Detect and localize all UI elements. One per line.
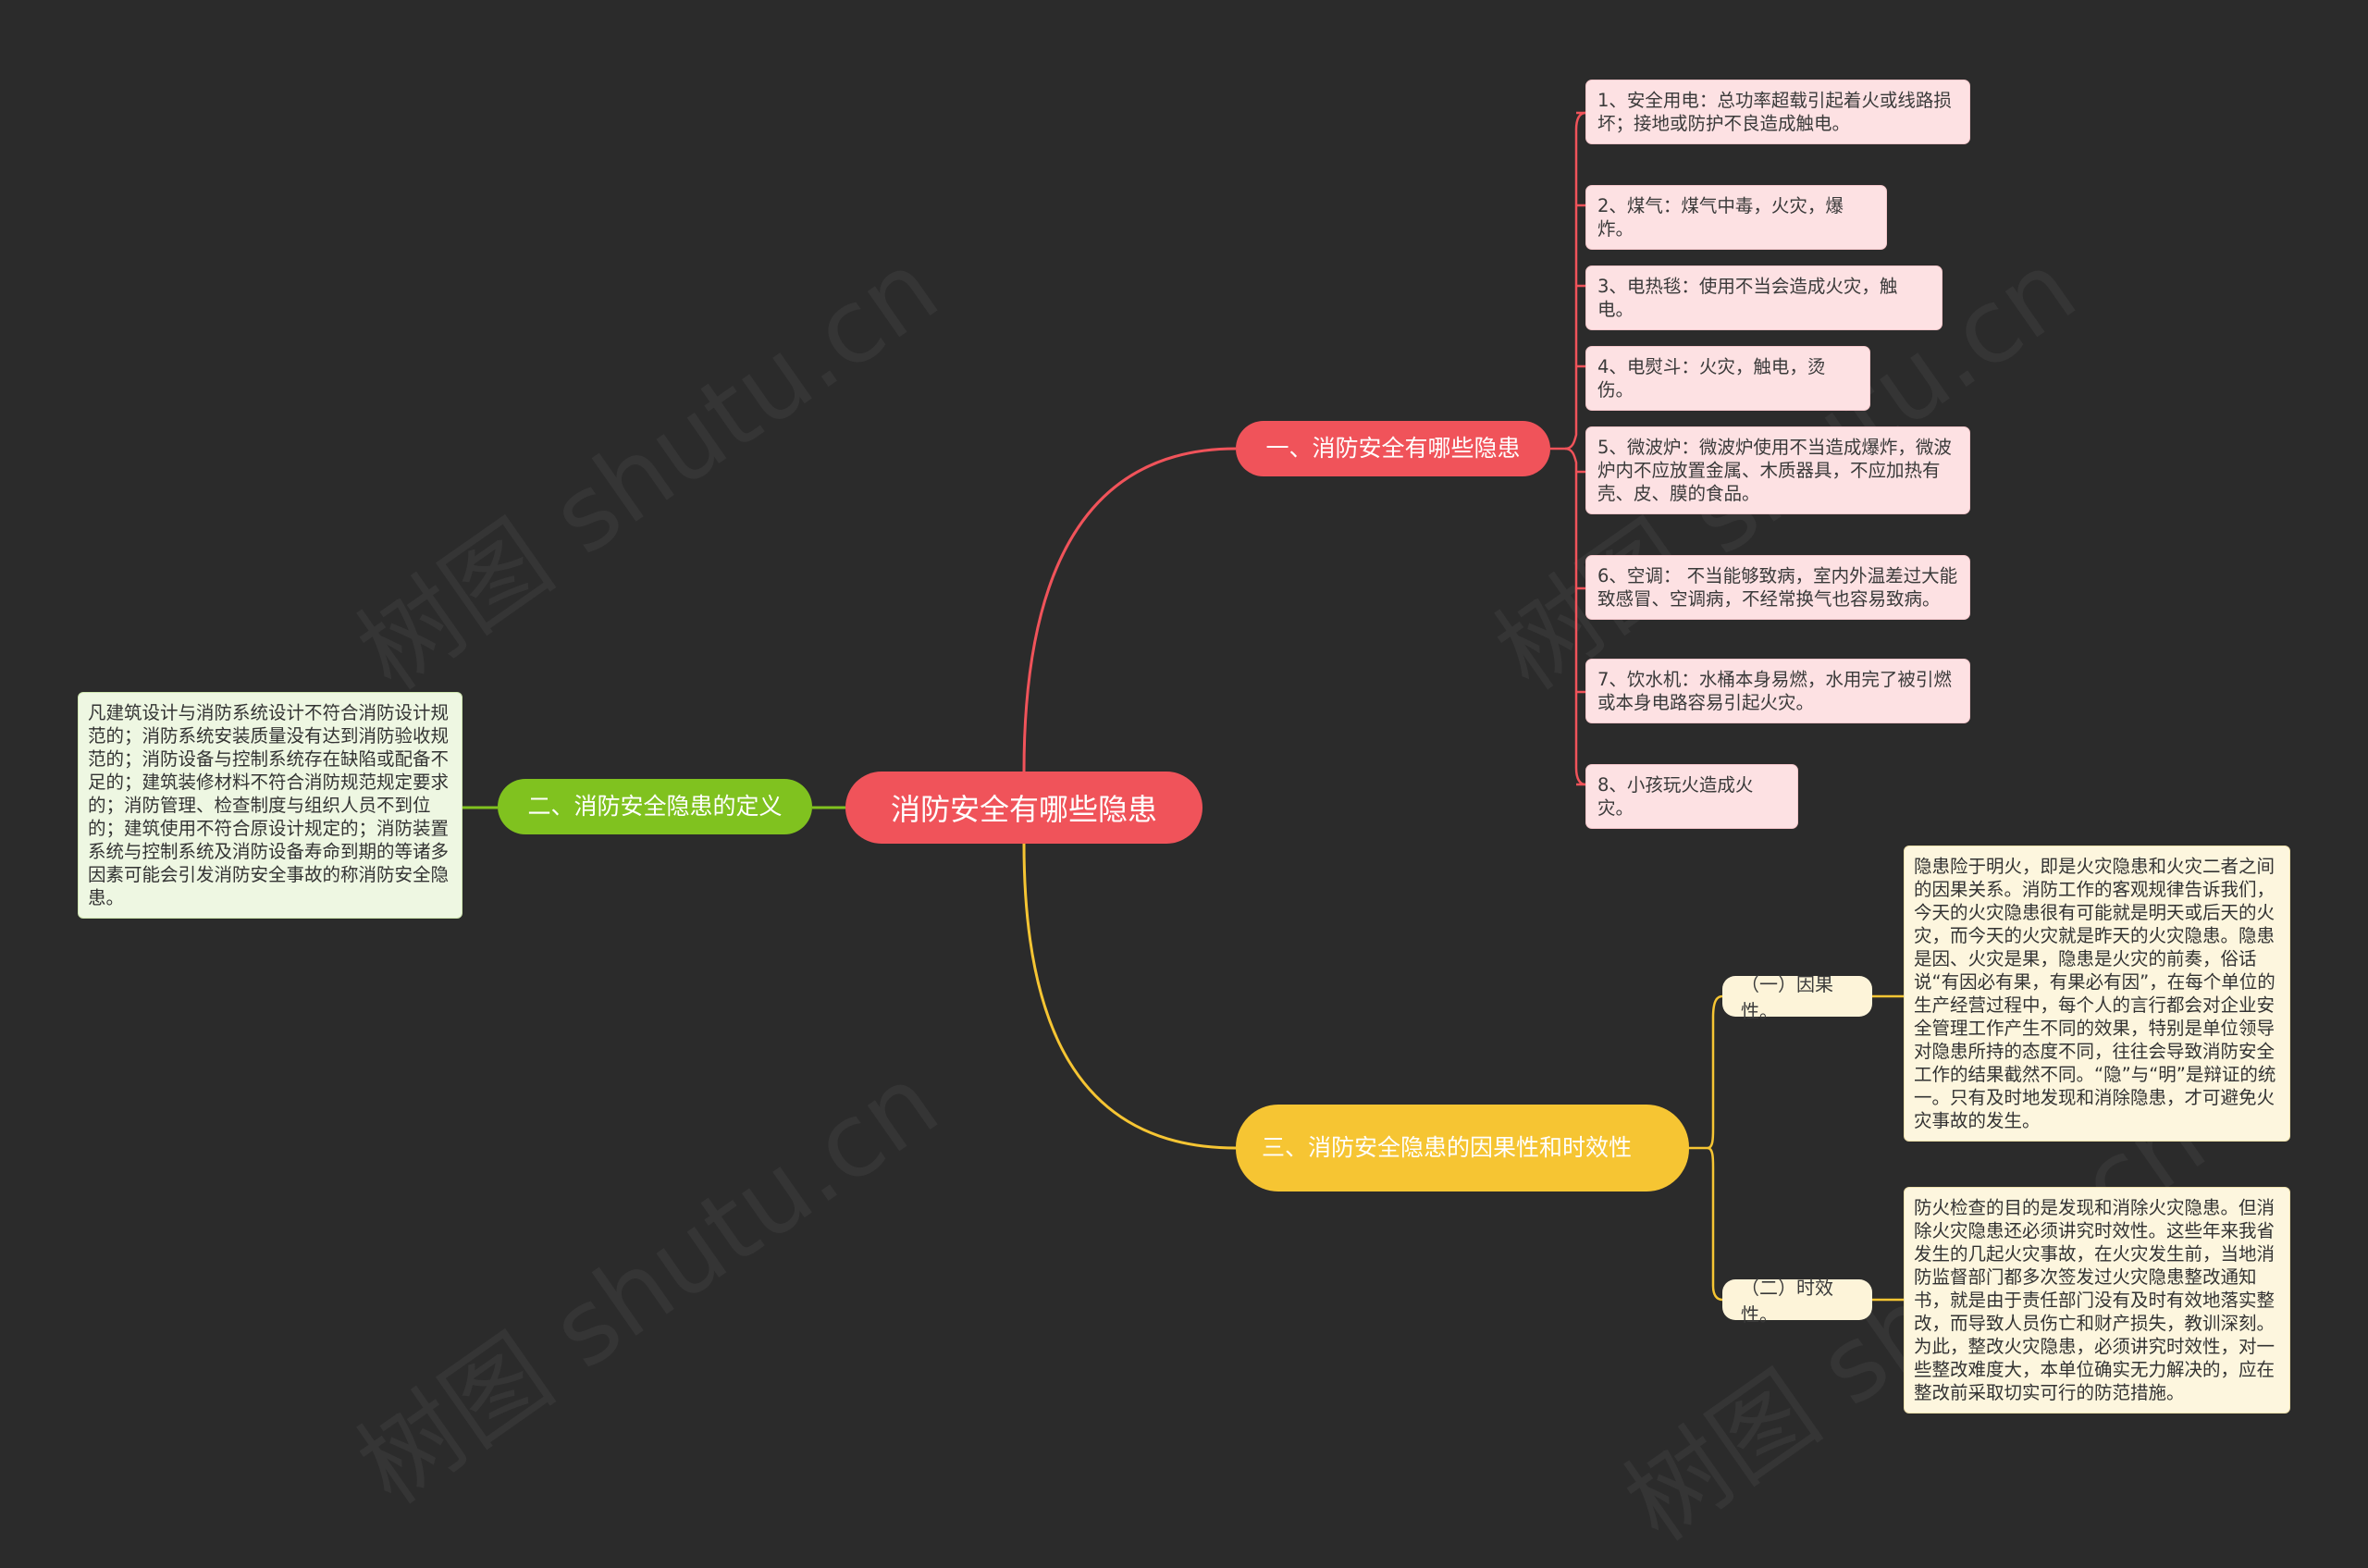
leaf-water-dispenser[interactable]: 7、饮水机：水桶本身易燃，水用完了被引燃或本身电路容易引起火灾。 (1585, 659, 1970, 723)
causality-note[interactable]: 隐患险于明火，即是火灾隐患和火灾二者之间的因果关系。消防工作的客观规律告诉我们，… (1904, 846, 2290, 1142)
leaf-iron[interactable]: 4、电熨斗：火灾，触电，烫伤。 (1585, 346, 1870, 411)
leaf-children-fire[interactable]: 8、小孩玩火造成火灾。 (1585, 764, 1798, 829)
mindmap-canvas: 树图 shutu.cn 树图 shutu.cn 树图 shutu.cn 树图 s… (78, 80, 2290, 1563)
definition-note[interactable]: 凡建筑设计与消防系统设计不符合消防设计规范的；消防系统安装质量没有达到消防验收规… (78, 692, 462, 919)
branch-hazards[interactable]: 一、消防安全有哪些隐患 (1236, 421, 1550, 476)
leaf-gas[interactable]: 2、煤气：煤气中毒，火灾，爆炸。 (1585, 185, 1887, 250)
sub-timeliness[interactable]: （二）时效性。 (1722, 1277, 1872, 1326)
root-topic[interactable]: 消防安全有哪些隐患 (845, 772, 1202, 844)
leaf-microwave[interactable]: 5、微波炉：微波炉使用不当造成爆炸，微波炉内不应放置金属、木质器具，不应加热有壳… (1585, 426, 1970, 514)
sub-causality[interactable]: （一）因果性。 (1722, 973, 1872, 1022)
leaf-air-conditioner[interactable]: 6、空调： 不当能够致病，室内外温差过大能致感冒、空调病，不经常换气也容易致病。 (1585, 555, 1970, 620)
leaf-electricity[interactable]: 1、安全用电：总功率超载引起着火或线路损坏；接地或防护不良造成触电。 (1585, 80, 1970, 144)
timeliness-note[interactable]: 防火检查的目的是发现和消除火灾隐患。但消除火灾隐患还必须讲究时效性。这些年来我省… (1904, 1187, 2290, 1414)
branch-definition[interactable]: 二、消防安全隐患的定义 (498, 779, 812, 834)
branch-causality-timeliness[interactable]: 三、消防安全隐患的因果性和时效性 (1236, 1105, 1689, 1191)
connector-lines (462, 111, 1904, 1302)
leaf-electric-blanket[interactable]: 3、电热毯：使用不当会造成火灾，触电。 (1585, 265, 1942, 330)
